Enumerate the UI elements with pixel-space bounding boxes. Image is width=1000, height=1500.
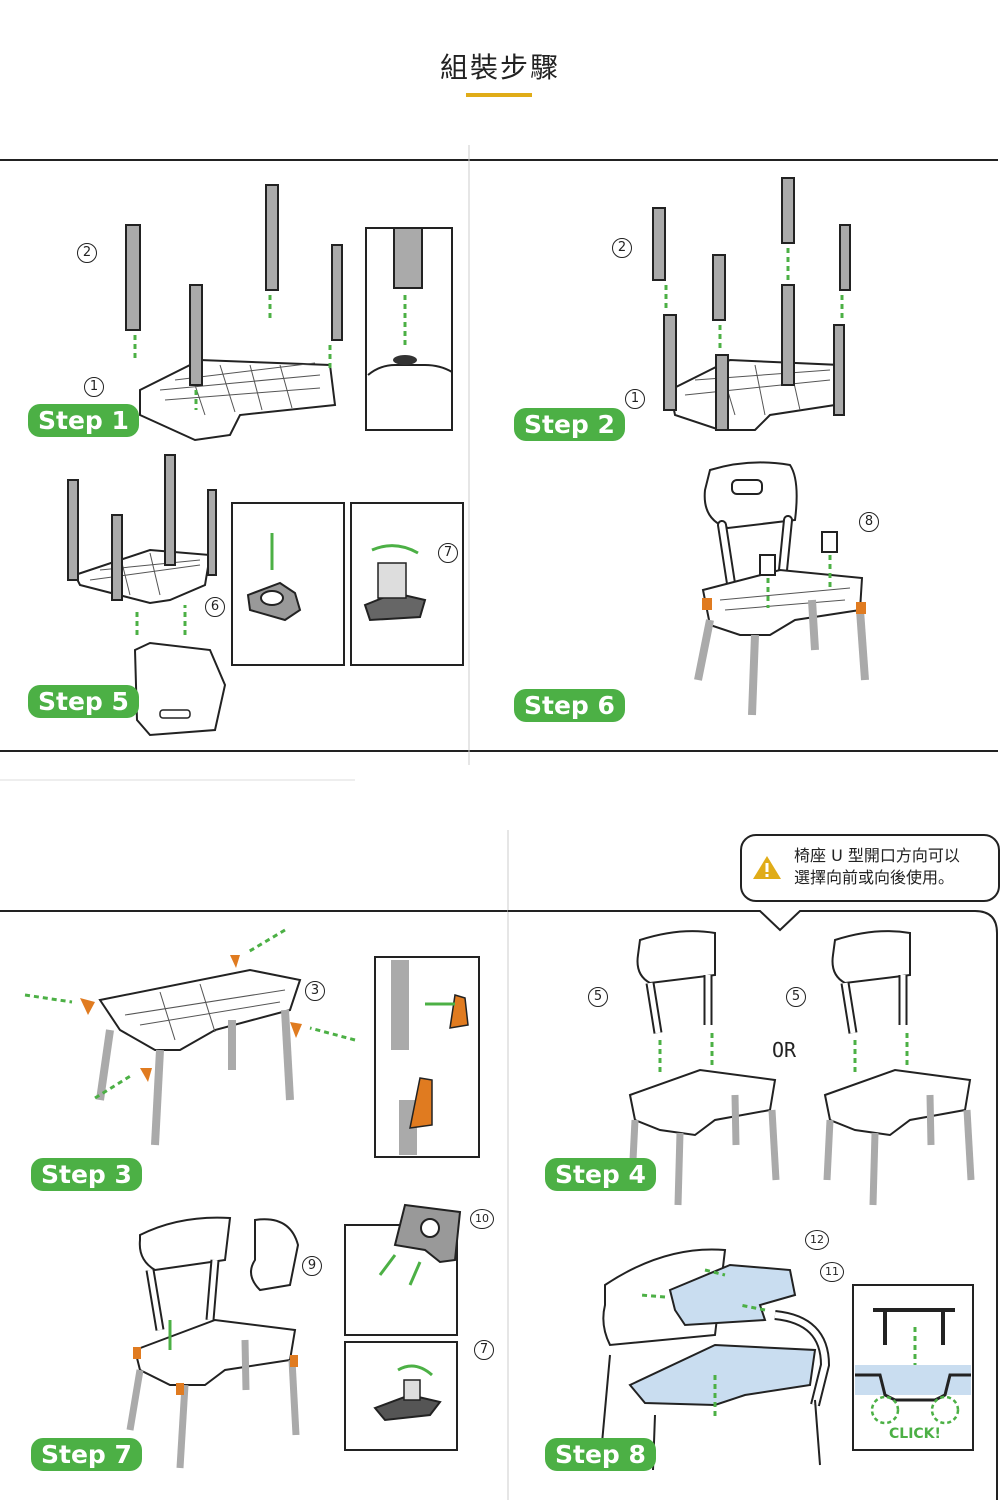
step-5-label: Step 5 (28, 685, 139, 718)
callout-12: 12 (805, 1230, 829, 1250)
step-2-label: Step 2 (514, 408, 625, 441)
note-line-1: 椅座 U 型開口方向可以 (794, 846, 960, 865)
step-4-label: Step 4 (545, 1158, 656, 1191)
step4-illustration (628, 930, 975, 1206)
step-3-label: Step 3 (31, 1158, 142, 1191)
callout-10: 10 (470, 1209, 494, 1229)
step5-illustration (67, 454, 464, 737)
note-text: 椅座 U 型開口方向可以 選擇向前或向後使用。 (794, 845, 994, 889)
callout-2-step2: 2 (612, 238, 632, 258)
step-1-label: Step 1 (28, 404, 139, 437)
click-label: CLICK! (889, 1426, 941, 1442)
page-title: 組裝步驟 (439, 51, 560, 84)
callout-1-step1: 1 (84, 377, 104, 397)
note-line-2: 選擇向前或向後使用。 (794, 868, 955, 887)
step6-illustration (694, 461, 869, 716)
callout-2-step1: 2 (77, 243, 97, 263)
callout-6: 6 (205, 597, 225, 617)
step-6-label: Step 6 (514, 689, 625, 722)
callout-8: 8 (859, 512, 879, 532)
orientation-note: 椅座 U 型開口方向可以 選擇向前或向後使用。 (740, 834, 1000, 902)
step8-illustration (599, 1248, 974, 1471)
step-8-label: Step 8 (545, 1438, 656, 1471)
step2-illustration (652, 177, 851, 431)
callout-7-step5: 7 (438, 543, 458, 563)
step3-illustration (24, 928, 480, 1158)
or-label: OR (772, 1038, 797, 1062)
title-underline (466, 93, 532, 97)
callout-5-b: 5 (786, 987, 806, 1007)
step7-illustration (126, 1203, 462, 1469)
callout-1-step2: 1 (625, 389, 645, 409)
callout-9: 9 (302, 1256, 322, 1276)
callout-7-step7: 7 (474, 1340, 494, 1360)
callout-3: 3 (305, 981, 325, 1001)
step-7-label: Step 7 (31, 1438, 142, 1471)
step1-illustration (125, 184, 453, 442)
warning-icon (753, 856, 781, 879)
callout-11: 11 (820, 1262, 844, 1282)
callout-5-a: 5 (588, 987, 608, 1007)
